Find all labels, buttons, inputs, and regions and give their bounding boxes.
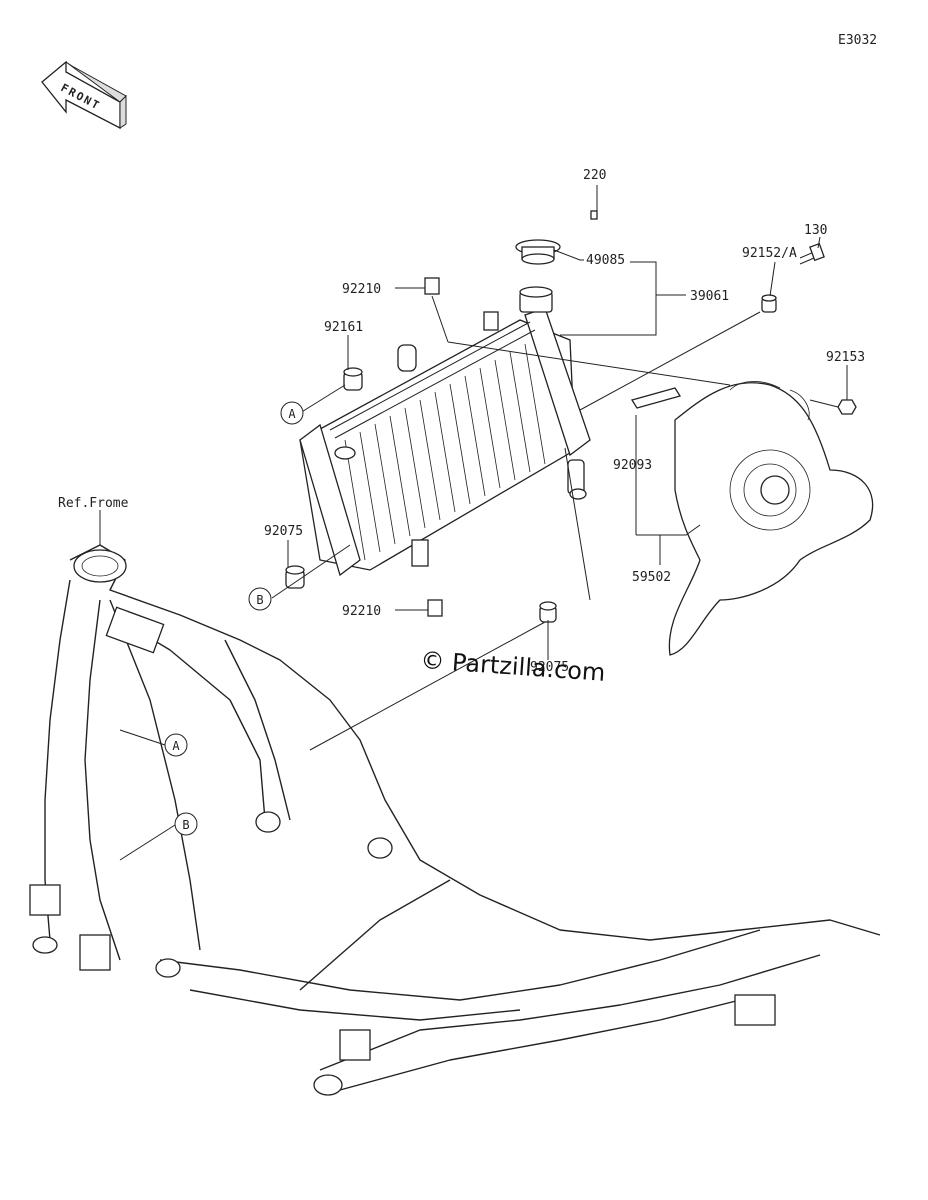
label-220: 220: [583, 168, 606, 183]
label-92152a: 92152/A: [742, 246, 797, 261]
callout-b-left: B: [248, 587, 272, 611]
callout-b-frame-label: B: [182, 818, 189, 832]
fan-shroud: [668, 381, 874, 656]
label-92075-left: 92075: [264, 524, 303, 539]
collar-92152a: [761, 294, 777, 313]
bolt-130: [799, 242, 825, 265]
label-92075-right: 92075: [530, 660, 569, 675]
label-39061: 39061: [690, 289, 729, 304]
nut-92153: [837, 399, 857, 415]
label-92093: 92093: [613, 458, 652, 473]
label-92210-bottom: 92210: [342, 604, 381, 619]
label-92153: 92153: [826, 350, 865, 365]
radiator: [299, 239, 591, 617]
callout-b-frame: B: [174, 812, 198, 836]
leader-lines: [99, 185, 848, 861]
callout-a-top-label: A: [288, 407, 296, 421]
seal-92093: [630, 387, 682, 409]
callout-b-left-label: B: [256, 593, 263, 607]
label-130: 130: [804, 223, 827, 238]
label-59502: 59502: [632, 570, 671, 585]
callout-a-top: A: [280, 401, 304, 425]
label-92161: 92161: [324, 320, 363, 335]
grommet-92075-left: [285, 565, 305, 589]
screw-220: [590, 210, 598, 220]
front-arrow-icon: FRONT: [41, 60, 127, 130]
reference-label: Ref.Frome: [58, 496, 129, 511]
label-49085: 49085: [586, 253, 625, 268]
callout-a-frame: A: [164, 733, 188, 757]
label-92210-top: 92210: [342, 282, 381, 297]
frame: [29, 544, 881, 1096]
grommet-92161: [343, 367, 363, 391]
diagram-code: E3032: [838, 33, 877, 48]
grommet-92075-right: [539, 601, 557, 623]
callout-a-frame-label: A: [172, 739, 180, 753]
watermark: © Partzilla.com: [420, 646, 607, 687]
